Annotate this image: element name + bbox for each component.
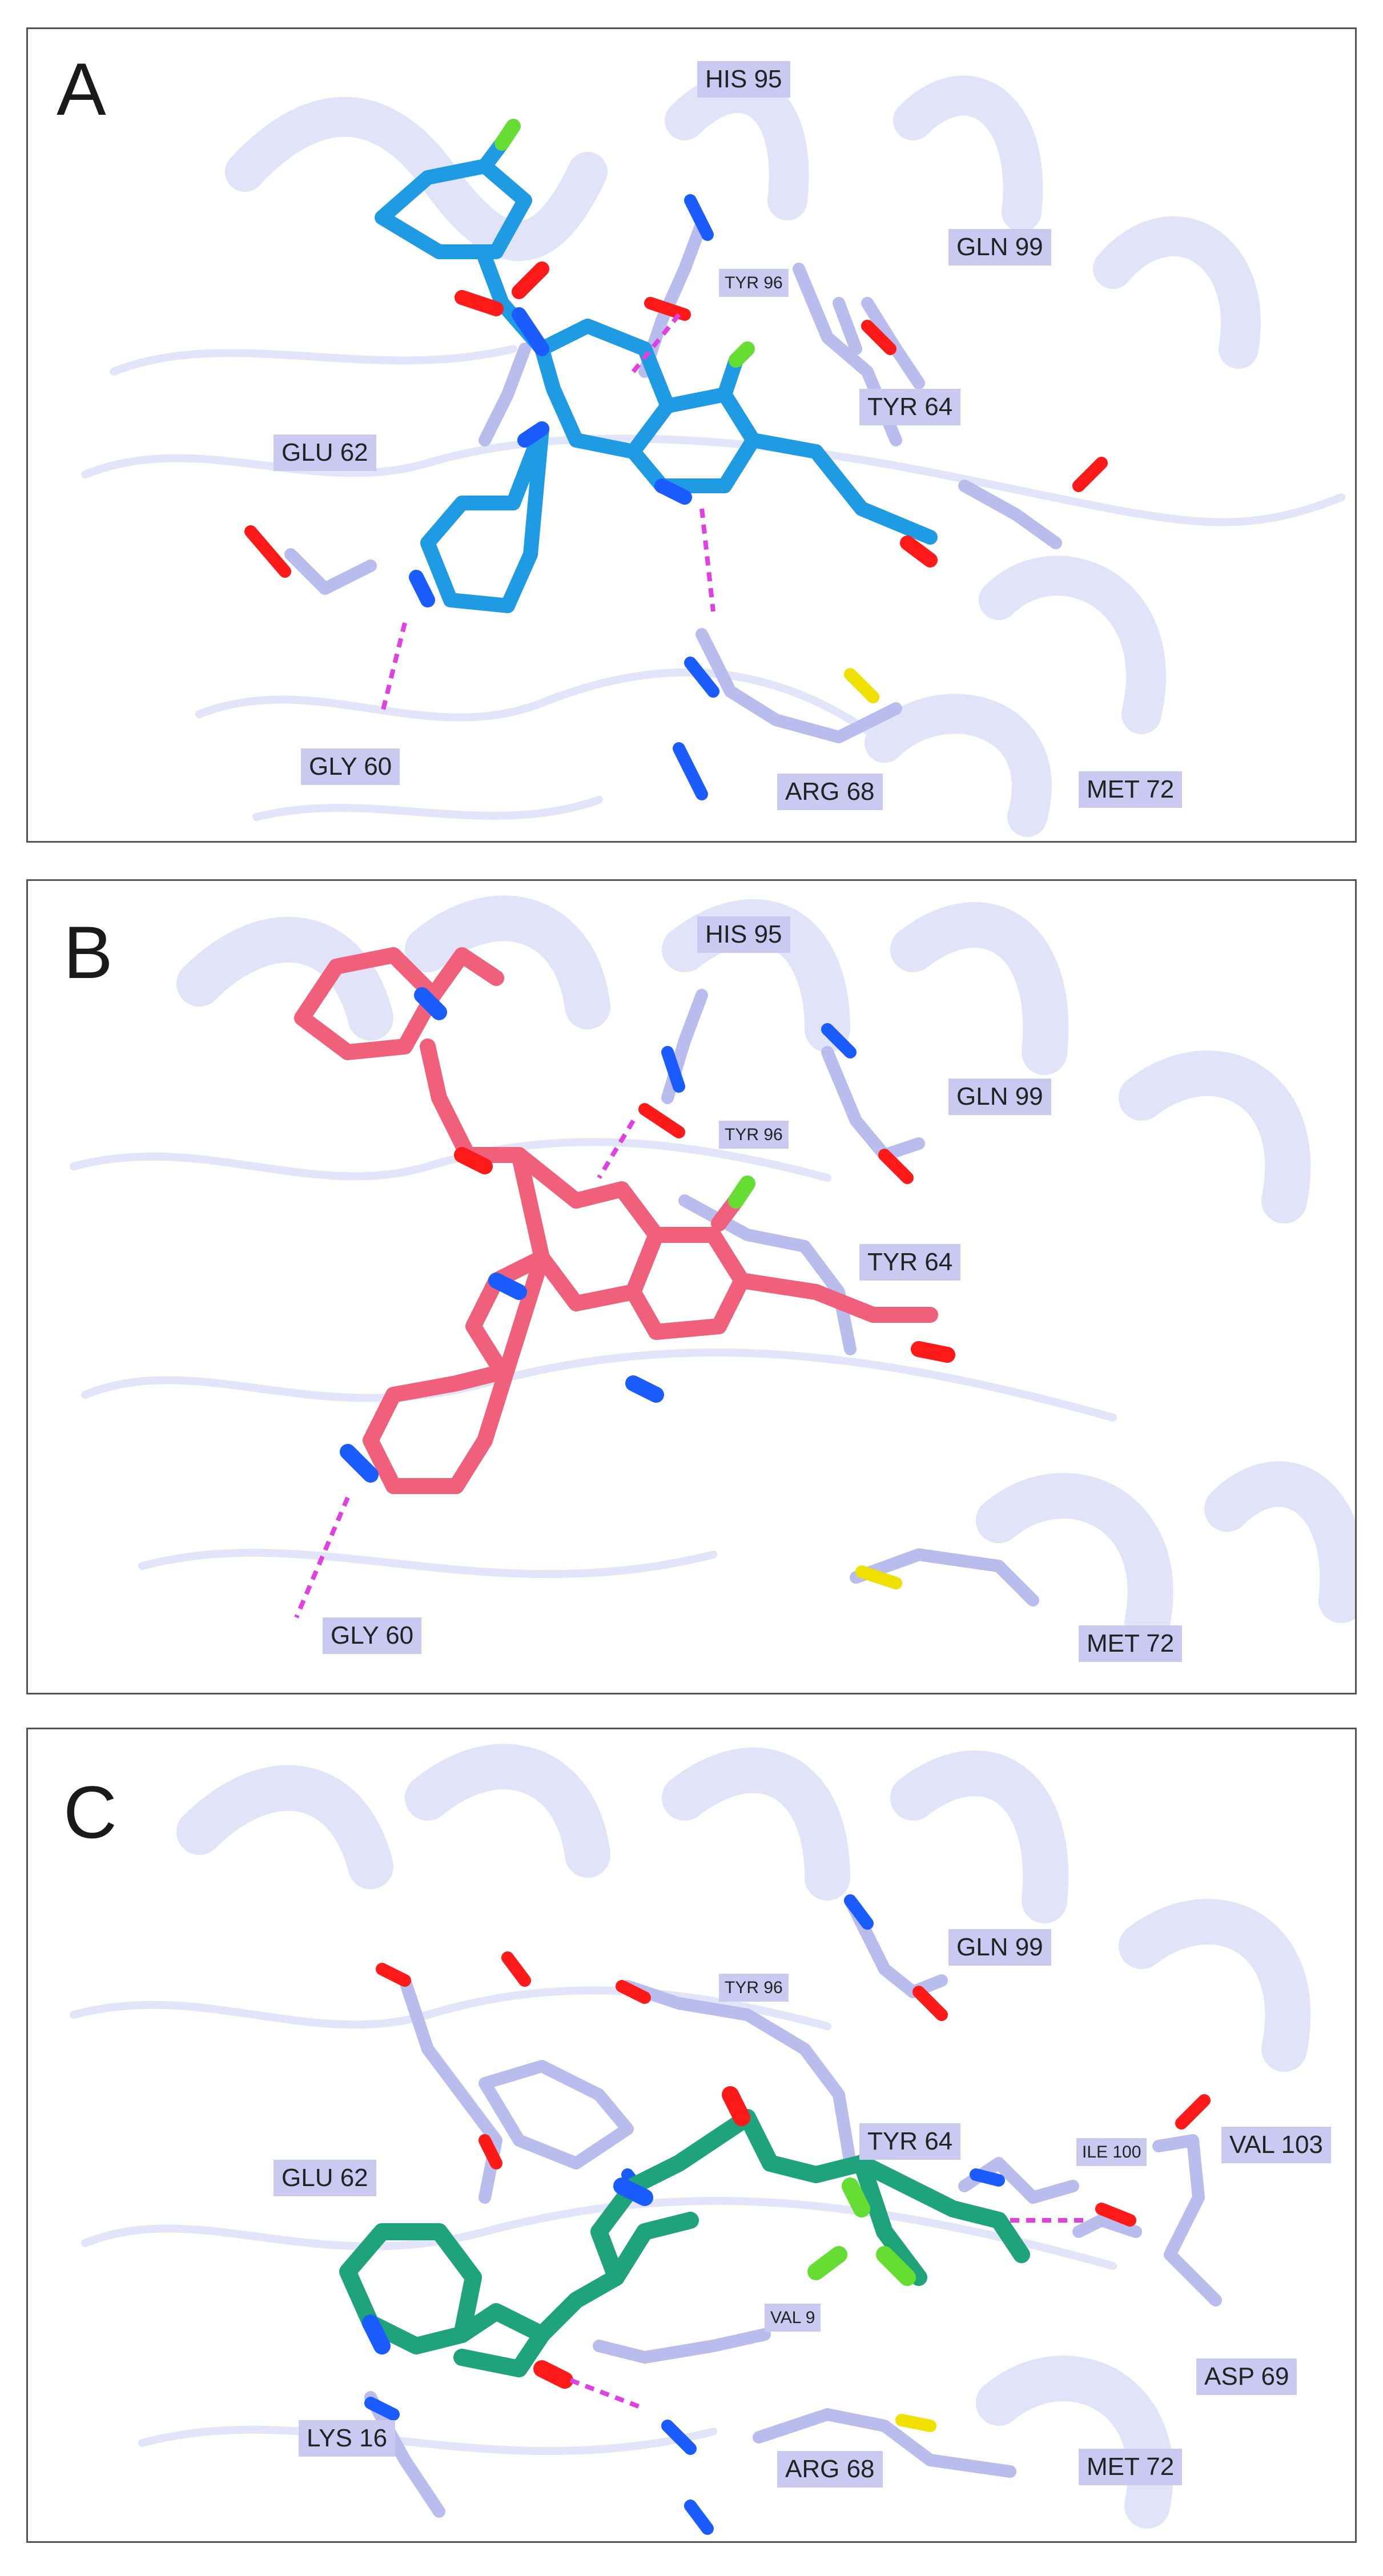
panel-letter-c: C (63, 1770, 117, 1854)
residue-label-met72: MET 72 (1079, 771, 1183, 808)
residue-label-arg68: ARG 68 (777, 774, 883, 811)
residue-label-val103: VAL 103 (1221, 2127, 1331, 2164)
residue-label-met72: MET 72 (1079, 2449, 1183, 2486)
residue-label-tyr64: TYR 64 (859, 2123, 961, 2160)
residue-label-val9: VAL 9 (765, 2304, 821, 2332)
residue-label-tyr96: TYR 96 (719, 1121, 789, 1149)
residue-label-gln99: GLN 99 (948, 229, 1051, 266)
residue-label-glu62: GLU 62 (274, 2160, 376, 2197)
residue-label-arg68: ARG 68 (777, 2451, 883, 2488)
molecule-scene-c (70, 1744, 1311, 2535)
panel-b: B HIS 95 TYR 96 GLN 99 TYR 64 GLY 60 MET… (26, 879, 1357, 1694)
panel-letter-a: A (57, 47, 106, 131)
molecule-scene-b (70, 895, 1355, 1646)
panel-c: C TYR 96 GLN 99 TYR 64 ILE 100 VAL 103 G… (26, 1728, 1357, 2543)
residue-label-asp69: ASP 69 (1196, 2358, 1297, 2396)
residue-label-tyr96: TYR 96 (719, 1974, 789, 2002)
residue-label-gly60: GLY 60 (323, 1617, 422, 1655)
residue-label-gly60: GLY 60 (301, 748, 400, 786)
residue-label-gln99: GLN 99 (948, 1929, 1051, 1966)
residue-label-tyr96: TYR 96 (719, 269, 789, 297)
residue-label-gln99: GLN 99 (948, 1078, 1051, 1116)
panel-a: A HIS 95 TYR 96 GLN 99 TYR 64 GLU 62 GLY… (26, 27, 1357, 843)
residue-label-his95: HIS 95 (697, 61, 790, 98)
residue-label-lys16: LYS 16 (299, 2420, 396, 2457)
residue-label-tyr64: TYR 64 (859, 389, 961, 426)
residue-label-ile100: ILE 100 (1076, 2138, 1147, 2166)
panel-letter-b: B (63, 911, 113, 994)
residue-label-tyr64: TYR 64 (859, 1244, 961, 1281)
molecule-scene-a (81, 73, 1345, 837)
residue-label-his95: HIS 95 (697, 916, 790, 953)
residue-label-glu62: GLU 62 (274, 434, 376, 472)
residue-label-met72: MET 72 (1079, 1625, 1183, 1663)
